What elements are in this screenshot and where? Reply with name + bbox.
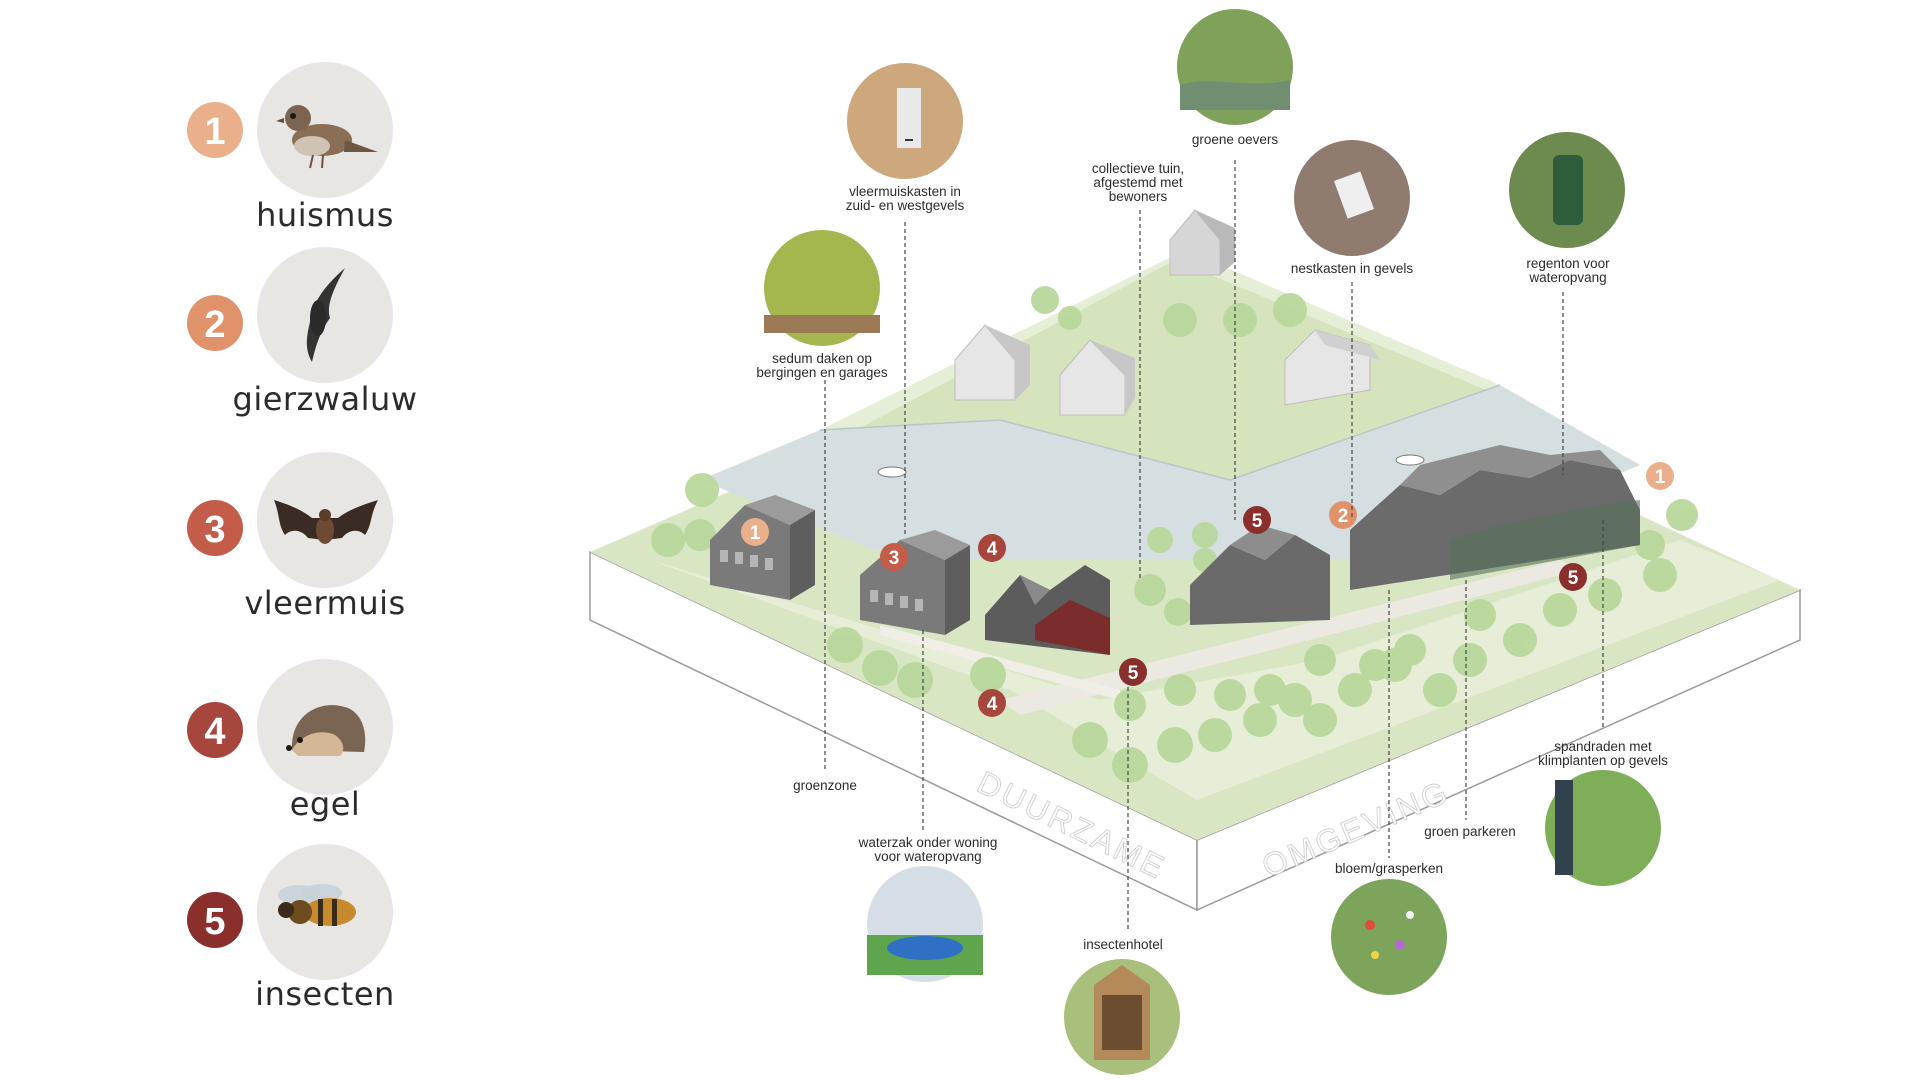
boat-left (877, 466, 907, 478)
legend-label-huismus: huismus (256, 196, 394, 234)
legend-label-egel: egel (289, 785, 361, 823)
svg-text:5: 5 (1128, 663, 1139, 684)
isometric-diagram: DUURZAME OMGEVING 1 1 2 3 4 4 5 5 5 (589, 9, 1801, 1075)
photo-insectenhotel (1064, 959, 1180, 1075)
svg-text:2: 2 (1338, 506, 1349, 527)
legend-number-3: 3 (204, 509, 225, 551)
legend-item-gierzwaluw: 2 (187, 247, 393, 383)
svg-text:4: 4 (987, 539, 998, 560)
svg-text:5: 5 (1252, 511, 1263, 532)
far-house-2 (1059, 339, 1135, 416)
sparrow-icon (276, 105, 378, 169)
hedgehog-icon (286, 705, 366, 756)
bee-icon (278, 884, 356, 926)
callout-groen-parkeren: groen parkeren (1424, 824, 1516, 839)
legend-number-2-badge (187, 295, 243, 351)
map-marker-5b: 5 (1119, 658, 1147, 686)
map-marker-4b: 4 (978, 689, 1006, 717)
photo-regenton (1509, 132, 1625, 248)
legend-number-2: 2 (204, 304, 225, 346)
legend-number-5-badge (187, 892, 243, 948)
legend-number-4: 4 (204, 711, 225, 753)
svg-text:5: 5 (1568, 568, 1579, 589)
photo-waterzak (867, 866, 983, 982)
map-marker-1b: 1 (1646, 462, 1674, 490)
legend-number-4-badge (187, 702, 243, 758)
legend-item-insecten: 5 (187, 844, 393, 980)
far-house-3 (1169, 209, 1235, 276)
leader-lines (824, 160, 1604, 930)
map-marker-4a: 4 (978, 534, 1006, 562)
legend-label-gierzwaluw: gierzwaluw (232, 380, 418, 418)
photo-groene-oevers (1177, 9, 1293, 125)
map-marker-5a: 5 (1243, 506, 1271, 534)
legend: 1 2 3 (187, 62, 393, 980)
swift-icon (306, 268, 345, 362)
legend-label-vleermuis: vleermuis (244, 584, 406, 622)
callout-groenzone: groenzone (793, 778, 857, 793)
photo-sedum (764, 230, 880, 346)
photo-vleermuiskast (847, 63, 963, 179)
house-row-right (1350, 445, 1640, 590)
house-cluster-4 (1190, 525, 1330, 625)
map-marker-1a: 1 (741, 518, 769, 546)
legend-number-3-badge (187, 500, 243, 556)
hill-plateau (820, 250, 1500, 480)
front-lawn (650, 540, 1780, 800)
map-marker-3: 3 (880, 543, 908, 571)
legend-number-1: 1 (204, 111, 225, 153)
far-house-1 (954, 324, 1030, 401)
house-cluster-3 (985, 565, 1110, 655)
photo-bloemen (1331, 879, 1447, 995)
svg-text:1: 1 (1655, 467, 1666, 488)
legend-item-vleermuis: 3 (187, 452, 393, 588)
map-marker-2: 2 (1329, 501, 1357, 529)
callout-nestkasten: nestkasten in gevels (1290, 261, 1414, 276)
callout-groene-oevers: groene oevers (1191, 132, 1279, 147)
map-marker-5c: 5 (1559, 563, 1587, 591)
bat-icon (274, 500, 378, 544)
trees (651, 286, 1698, 783)
house-cluster-2 (860, 530, 970, 635)
legend-item-egel: 4 (187, 659, 393, 795)
legend-item-huismus: 1 (187, 62, 393, 198)
svg-text:3: 3 (889, 548, 900, 569)
svg-text:1: 1 (750, 523, 761, 544)
house-cluster-1 (710, 495, 815, 600)
svg-text:4: 4 (987, 694, 998, 715)
legend-label-insecten: insecten (255, 975, 395, 1013)
callout-bloem: bloem/grasperken (1334, 861, 1444, 876)
callout-insectenhotel: insectenhotel (1083, 937, 1163, 952)
far-house-4 (1284, 329, 1380, 406)
legend-number-1-badge (187, 102, 243, 158)
boat-right (1395, 454, 1425, 466)
photo-klimplanten (1545, 770, 1661, 886)
legend-number-5: 5 (204, 901, 225, 943)
photo-nestkast (1294, 140, 1410, 256)
